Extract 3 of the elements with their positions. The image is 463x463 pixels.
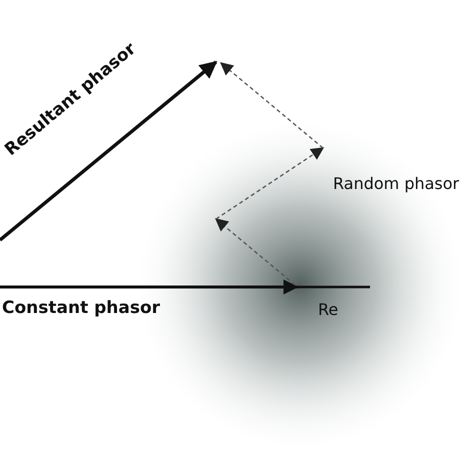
phasor-label: Random phasor (333, 174, 460, 193)
phasor-label: Constant phasor (2, 298, 160, 318)
axis-label: Re (318, 300, 338, 319)
